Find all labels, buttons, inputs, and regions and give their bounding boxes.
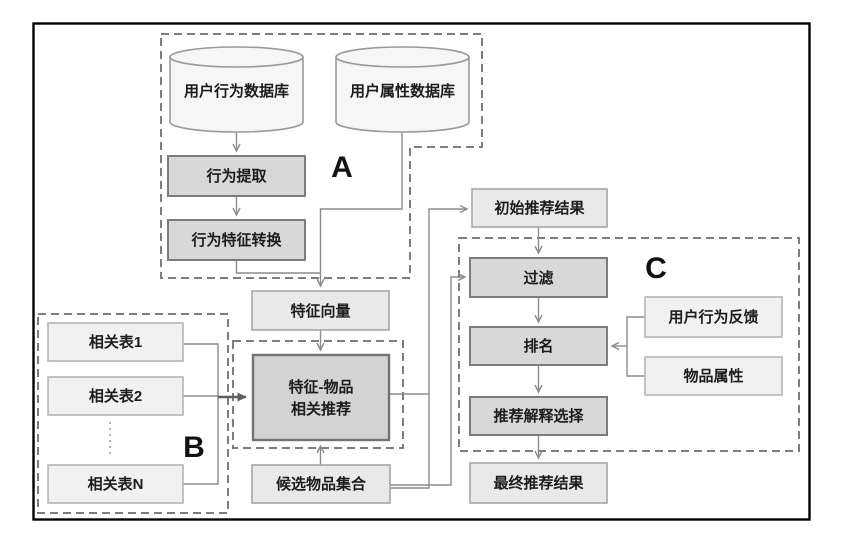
- node-filter: 过滤: [469, 257, 608, 298]
- node-ranking-label: 排名: [523, 337, 553, 355]
- node-feature-item-recommend: 特征-物品 相关推荐: [251, 353, 391, 442]
- cylinder-top: [335, 46, 470, 68]
- node-ranking: 排名: [469, 326, 608, 366]
- node-user-behavior-feedback-label: 用户行为反馈: [668, 308, 758, 326]
- node-filter-label: 过滤: [523, 269, 553, 287]
- node-explanation-selection-label: 推荐解释选择: [493, 407, 584, 425]
- node-user-behavior-db: 用户行为数据库: [169, 46, 304, 133]
- node-initial-recommend-result: 初始推荐结果: [471, 188, 608, 228]
- edge-conversion-to-featurevector: [235, 260, 321, 274]
- node-behavior-feature-conversion-label: 行为特征转换: [190, 231, 282, 249]
- node-final-recommend-result: 最终推荐结果: [469, 462, 608, 504]
- node-related-table-n: 相关表N: [47, 464, 184, 504]
- node-related-table-n-label: 相关表N: [88, 475, 144, 493]
- node-feature-item-recommend-label-line1: 特征-物品: [289, 378, 354, 396]
- node-related-table-1-label: 相关表1: [89, 333, 142, 351]
- section-b-label: B: [183, 431, 205, 464]
- edge-candidates-to-filter: [390, 272, 467, 486]
- region-b-dashed-border: [37, 313, 229, 514]
- node-feature-item-recommend-label-line2: 相关推荐: [291, 400, 351, 418]
- region-a-dashed-border: [160, 33, 483, 279]
- section-c-label: C: [645, 252, 667, 285]
- cylinder-body: [335, 57, 470, 133]
- node-related-table-2-label: 相关表2: [89, 387, 142, 405]
- node-candidate-item-set-label: 候选物品集合: [276, 475, 367, 493]
- node-candidate-item-set: 候选物品集合: [251, 464, 391, 504]
- node-item-attributes: 物品属性: [644, 356, 783, 396]
- node-item-attributes-label: 物品属性: [683, 367, 743, 385]
- edge-featureitem-to-initialresult: [390, 204, 469, 489]
- node-explanation-selection: 推荐解释选择: [469, 396, 608, 436]
- cylinder-top: [169, 46, 304, 68]
- node-user-attribute-db: 用户属性数据库: [335, 46, 470, 133]
- edge-relatedtables-collector: [183, 343, 219, 485]
- section-a-label: A: [331, 151, 353, 184]
- node-behavior-feature-conversion: 行为特征转换: [167, 219, 306, 261]
- node-related-table-2: 相关表2: [47, 376, 184, 416]
- region-c-dashed-border: [458, 237, 800, 452]
- node-feature-vector: 特征向量: [251, 290, 390, 331]
- cylinder-body: [169, 57, 304, 133]
- node-related-table-1: 相关表1: [47, 322, 184, 362]
- node-behavior-extraction: 行为提取: [167, 155, 306, 197]
- edge-feedback-bracket: [626, 316, 645, 377]
- node-user-behavior-feedback: 用户行为反馈: [644, 296, 783, 338]
- node-user-attribute-db-label: 用户属性数据库: [350, 82, 455, 100]
- figure-border: [32, 22, 811, 521]
- node-final-recommend-result-label: 最终推荐结果: [493, 474, 584, 492]
- node-behavior-extraction-label: 行为提取: [205, 167, 267, 185]
- node-user-behavior-db-label: 用户行为数据库: [184, 82, 289, 100]
- edge-attributedb-to-featurevector: [316, 132, 403, 288]
- node-initial-recommend-result-label: 初始推荐结果: [494, 199, 585, 217]
- node-feature-vector-label: 特征向量: [290, 302, 350, 320]
